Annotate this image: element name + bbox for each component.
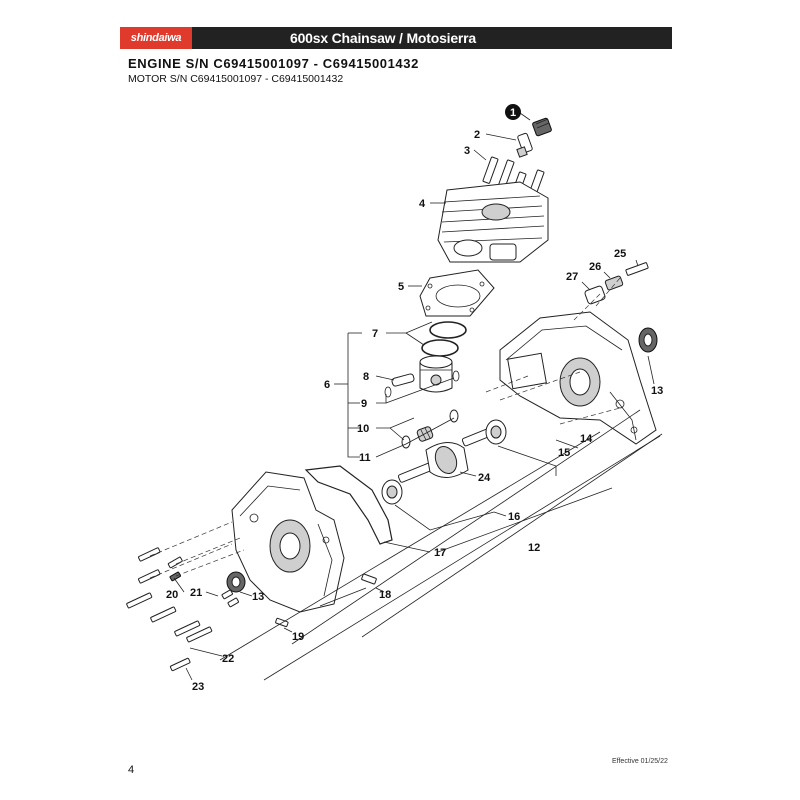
header-bar	[120, 27, 672, 49]
part-crankcase-gasket	[304, 465, 393, 545]
callout-19: 19	[292, 631, 304, 643]
part-crank-bearing-left	[381, 479, 403, 505]
callout-12: 12	[528, 542, 540, 554]
part-cylinder	[437, 181, 549, 263]
callout-24: 24	[478, 472, 491, 484]
callout-14: 14	[580, 433, 593, 445]
part-bolt-25	[625, 262, 649, 276]
effective-date: Effective 01/25/22	[612, 758, 668, 765]
part-piston-rings	[421, 321, 467, 357]
callout-1: 1	[510, 107, 516, 119]
part-decompression-cap	[532, 117, 552, 137]
part-oil-seal-left	[226, 571, 246, 593]
part-cylinder-gasket	[419, 269, 495, 317]
part-piston-pin	[391, 373, 415, 387]
motor-serial-range: MOTOR S/N C69415001097 - C69415001432	[128, 73, 344, 85]
callout-5: 5	[398, 281, 404, 293]
callout-15: 15	[558, 447, 570, 459]
part-oil-seal-right	[638, 327, 658, 353]
callout-1-marker: 1	[505, 104, 521, 120]
callout-10: 10	[357, 423, 369, 435]
brand-logo: shindaiwa	[120, 27, 192, 49]
engine-serial-range: ENGINE S/N C69415001097 - C69415001432	[128, 56, 419, 71]
part-decompression-valve	[516, 132, 533, 158]
callout-labels: 2 3 4 5 7 6 8 9 10 11 24 15 14 13 25 26 …	[166, 129, 663, 693]
part-crankshaft	[397, 425, 499, 483]
callout-7: 7	[372, 328, 378, 340]
callout-21: 21	[190, 587, 202, 599]
callout-13-right: 13	[651, 385, 663, 397]
callout-11: 11	[359, 452, 371, 464]
callout-9: 9	[361, 398, 367, 410]
part-spacer-26	[604, 275, 624, 291]
callout-3: 3	[464, 145, 470, 157]
callout-8: 8	[363, 371, 369, 383]
part-crankcase-right	[499, 311, 657, 445]
callout-16: 16	[508, 511, 520, 523]
callout-22: 22	[222, 653, 234, 665]
callout-26: 26	[589, 261, 601, 273]
callout-25: 25	[614, 248, 626, 260]
callout-20: 20	[166, 589, 178, 601]
page-title: 600sx Chainsaw / Motosierra	[290, 30, 477, 46]
callout-13-left: 13	[252, 591, 264, 603]
part-bushing-27	[584, 285, 606, 305]
alignment-lines	[149, 277, 621, 579]
part-crankcase-bolts-22	[126, 547, 213, 643]
callout-2: 2	[474, 129, 480, 141]
part-bolt-23	[169, 657, 191, 672]
callout-6: 6	[324, 379, 330, 391]
part-crank-bearing-right	[485, 419, 507, 445]
callout-17: 17	[434, 547, 446, 559]
callout-27: 27	[566, 271, 578, 283]
leader-lines	[173, 112, 663, 681]
callout-23: 23	[192, 681, 204, 693]
callout-18: 18	[379, 589, 391, 601]
part-screw-18	[361, 573, 377, 585]
part-piston	[419, 355, 453, 393]
part-crankcase-left	[231, 471, 345, 613]
callout-4: 4	[419, 198, 426, 210]
page-number: 4	[128, 764, 135, 776]
part-pins-20-21	[167, 556, 239, 608]
part-circlips	[384, 370, 460, 398]
